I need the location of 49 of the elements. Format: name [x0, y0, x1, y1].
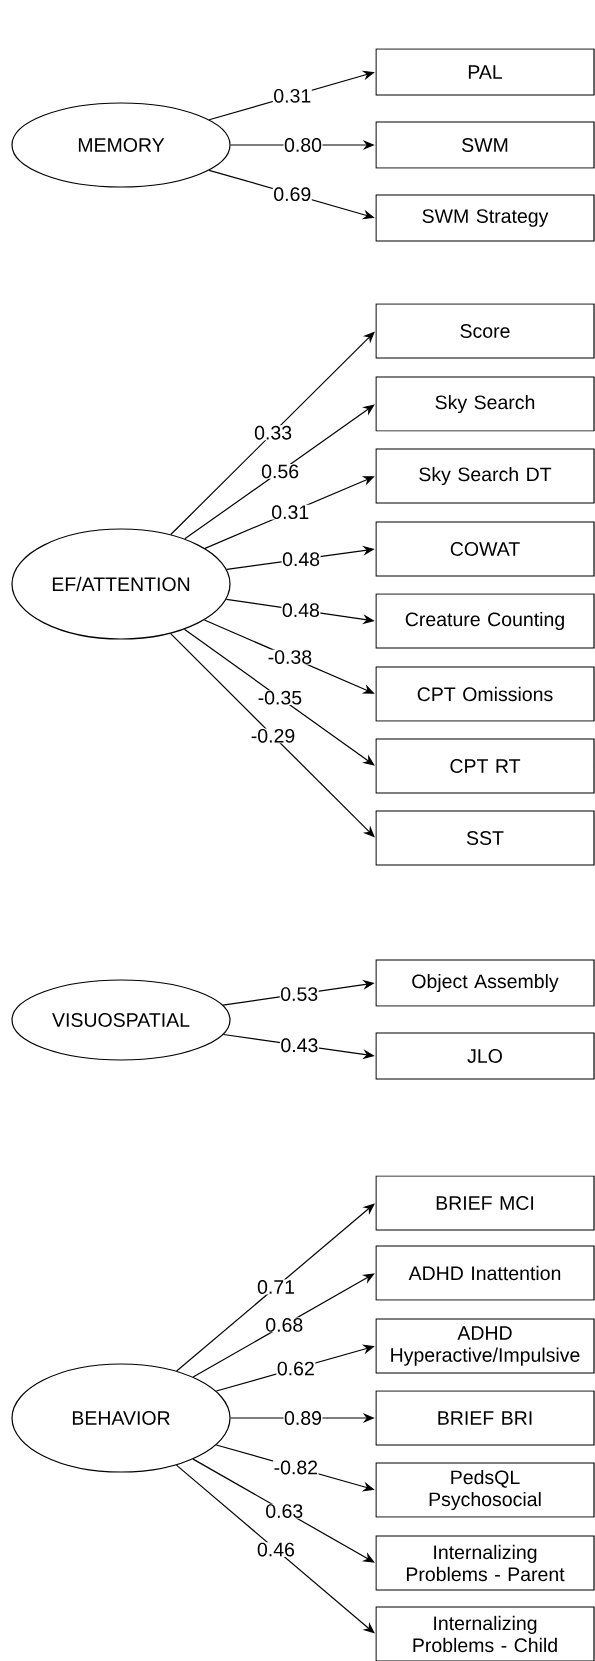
- edge-label: 0.33: [253, 425, 293, 441]
- arrow: [192, 1458, 375, 1563]
- indicator-box: CPT RT: [375, 738, 595, 794]
- arrow: [170, 632, 375, 838]
- edge-label: 0.89: [283, 1410, 323, 1426]
- indicator-box: PedsQL Psychosocial: [375, 1462, 595, 1518]
- indicator-box: Internalizing Problems - Parent: [375, 1535, 595, 1591]
- edge-label: 0.43: [279, 1037, 319, 1053]
- edge-label: 0.63: [264, 1503, 304, 1519]
- indicator-box: ADHD Inattention: [375, 1245, 595, 1301]
- edge-label: 0.31: [270, 504, 310, 520]
- edge-label: 0.68: [264, 1317, 304, 1333]
- edge-label: 0.48: [281, 551, 321, 567]
- indicator-box: Sky Search: [375, 376, 595, 432]
- arrow: [170, 331, 375, 536]
- indicator-box: BRIEF MCI: [375, 1175, 595, 1231]
- edge-label: -0.38: [267, 649, 313, 665]
- edge-label: 0.69: [272, 186, 312, 202]
- arrow: [176, 1203, 375, 1372]
- indicator-box: PAL: [375, 48, 595, 96]
- arrow: [203, 619, 375, 694]
- indicator-box: Sky Search DT: [375, 448, 595, 504]
- indicator-box: SWM Strategy: [375, 194, 595, 242]
- indicator-box: CPT Omissions: [375, 666, 595, 722]
- indicator-box: JLO: [375, 1032, 595, 1080]
- edge-label: -0.29: [250, 728, 296, 744]
- indicator-box: COWAT: [375, 521, 595, 577]
- indicator-box: Creature Counting: [375, 593, 595, 649]
- edge-label: 0.80: [283, 137, 323, 153]
- arrow: [183, 628, 375, 766]
- indicator-box: Internalizing Problems - Child: [375, 1606, 595, 1661]
- arrow: [192, 1273, 375, 1378]
- edge-label: 0.62: [276, 1361, 316, 1376]
- edge-label: 0.53: [279, 986, 319, 1002]
- edge-label: 0.48: [281, 602, 321, 618]
- edge-label: 0.31: [272, 88, 312, 104]
- arrow: [184, 404, 375, 540]
- indicator-box: Object Assembly: [375, 959, 595, 1007]
- indicator-box: SST: [375, 810, 595, 866]
- indicator-box: SWM: [375, 121, 595, 169]
- edge-label: -0.82: [273, 1460, 319, 1475]
- edge-label: 0.46: [256, 1542, 296, 1557]
- indicator-box: Score: [375, 303, 595, 359]
- arrow: [175, 1464, 375, 1634]
- edge-label: 0.56: [260, 464, 300, 479]
- edge-label: -0.35: [257, 690, 303, 706]
- indicator-box: BRIEF BRI: [375, 1390, 595, 1446]
- indicator-box: ADHD Hyperactive/Impulsive: [375, 1318, 595, 1374]
- edge-label: 0.71: [256, 1279, 296, 1295]
